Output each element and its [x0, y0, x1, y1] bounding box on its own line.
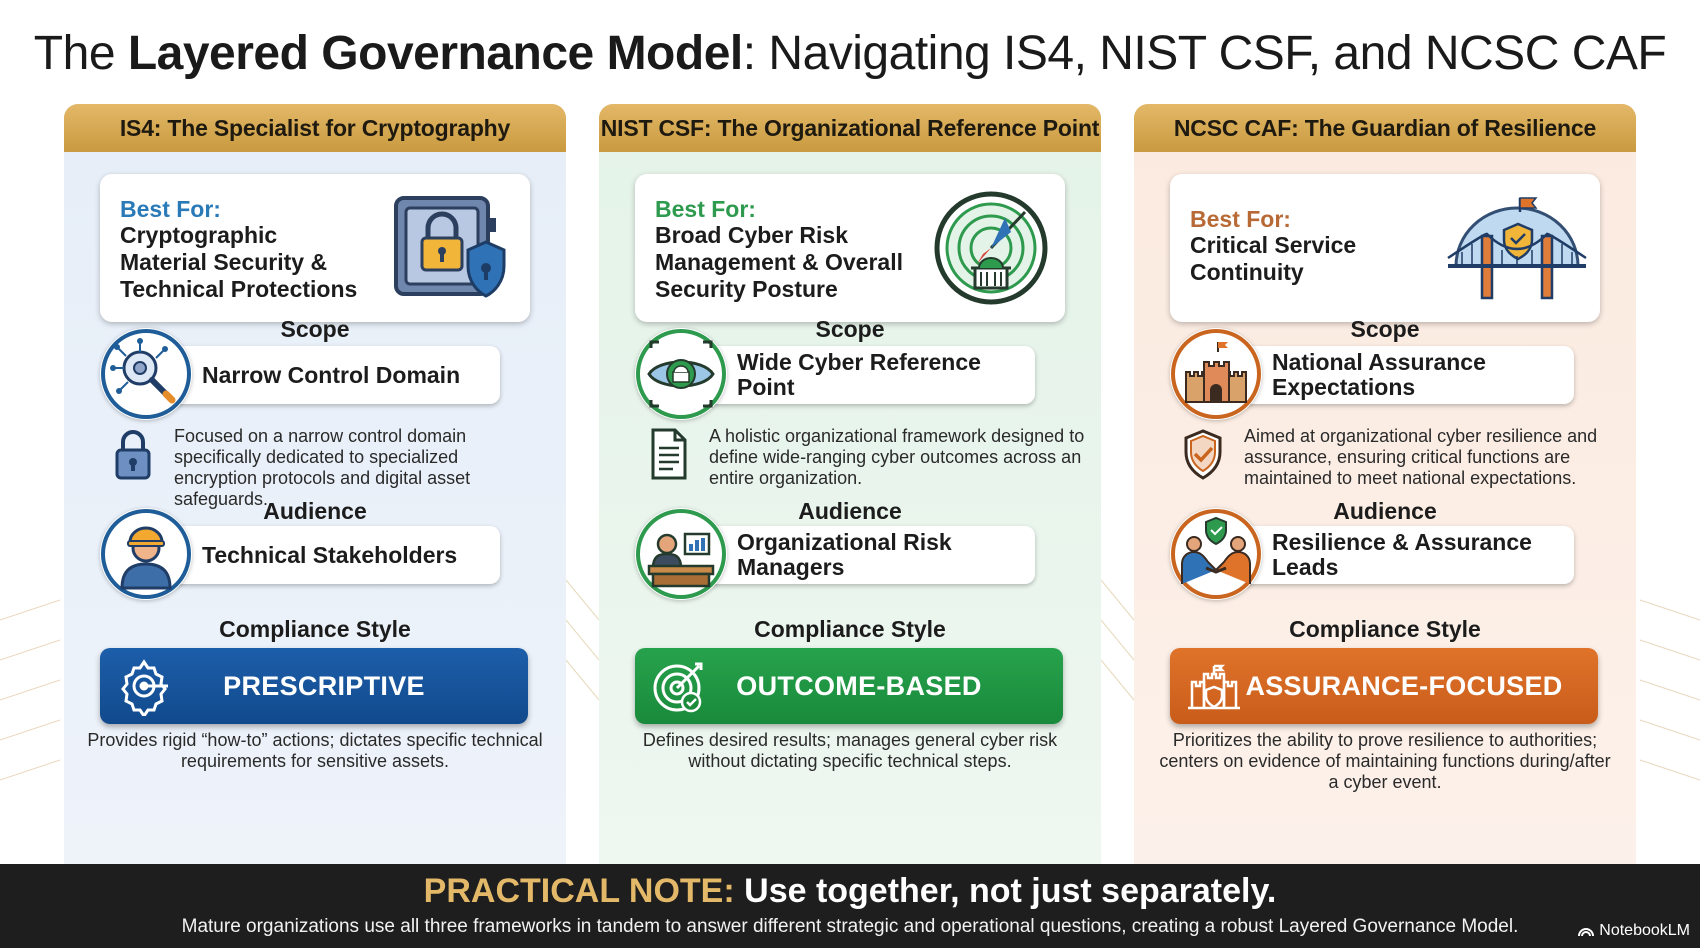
column-ncsc-caf: NCSC CAF: The Guardian of Resilience Bes…: [1134, 104, 1636, 864]
engineer-icon: [100, 508, 192, 600]
best-for-label: Best For:: [120, 196, 221, 222]
gear-target-icon: [121, 659, 168, 716]
practical-note-footer: PRACTICAL NOTE: Use together, not just s…: [0, 864, 1700, 948]
document-icon: [651, 428, 687, 480]
practical-note-subtext: Mature organizations use all three frame…: [181, 916, 1519, 937]
best-for-text: Critical Service Continuity: [1190, 232, 1357, 285]
audience-title: Audience: [263, 498, 367, 524]
compliance-description: Provides rigid “how-to” actions; dictate…: [87, 730, 543, 771]
circuit-magnifier-icon: [100, 328, 192, 420]
best-for-text: Broad Cyber Risk Management & Overall Se…: [655, 222, 903, 302]
column-nist-csf: NIST CSF: The Organizational Reference P…: [599, 104, 1101, 864]
audience-value: Resilience & Assurance Leads: [1234, 526, 1574, 584]
column-header: NCSC CAF: The Guardian of Resilience: [1134, 104, 1636, 152]
scope-value: Wide Cyber Reference Point: [699, 346, 1035, 404]
castle-shield-icon: [1188, 664, 1240, 710]
target-check-icon: [653, 662, 703, 713]
best-for-label: Best For:: [655, 196, 756, 222]
handshake-shield-icon: [1170, 508, 1262, 600]
compliance-style-badge: PRESCRIPTIVE: [100, 648, 528, 724]
compliance-style-badge: ASSURANCE-FOCUSED: [1170, 648, 1598, 724]
column-header: NIST CSF: The Organizational Reference P…: [599, 104, 1101, 152]
audience-value: Technical Stakeholders: [164, 526, 500, 584]
column-header: IS4: The Specialist for Cryptography: [64, 104, 566, 152]
notebooklm-logo-icon: [1578, 928, 1595, 937]
castle-icon: [1170, 328, 1262, 420]
practical-note-label: PRACTICAL NOTE:: [423, 872, 735, 910]
best-for-text: Cryptographic Material Security & Techni…: [120, 222, 358, 302]
scope-description: A holistic organizational framework desi…: [709, 426, 1085, 488]
audience-title: Audience: [798, 498, 902, 524]
scope-title: Scope: [280, 316, 350, 342]
shield-check-icon: [1184, 429, 1222, 480]
scope-value: National Assurance Expectations: [1234, 346, 1574, 404]
compliance-title: Compliance Style: [1289, 616, 1481, 642]
compliance-description: Prioritizes the ability to prove resilie…: [1159, 730, 1611, 792]
scope-description: Aimed at organizational cyber resilience…: [1244, 426, 1598, 488]
eye-capitol-icon: [635, 328, 727, 420]
compliance-style-label: OUTCOME-BASED: [736, 670, 982, 701]
practical-note-text: Use together, not just separately.: [734, 872, 1277, 910]
page-title: The Layered Governance Model: Navigating…: [33, 27, 1667, 80]
shield-bridge-icon: [1447, 197, 1587, 300]
compliance-style-label: PRESCRIPTIVE: [223, 670, 425, 701]
best-for-card: Best For: Critical Service Continuity: [1170, 174, 1600, 322]
manager-desk-icon: [635, 508, 727, 600]
scope-title: Scope: [815, 316, 885, 342]
best-for-card: Best For: Cryptographic Material Securit…: [100, 174, 530, 322]
compliance-style-badge: OUTCOME-BASED: [635, 648, 1063, 724]
compliance-title: Compliance Style: [219, 616, 411, 642]
compliance-style-label: ASSURANCE-FOCUSED: [1245, 670, 1563, 701]
best-for-label: Best For:: [1190, 206, 1291, 232]
practical-note-title: PRACTICAL NOTE: Use together, not just s…: [0, 872, 1700, 911]
notebooklm-brand: NotebookLM: [1577, 922, 1690, 940]
audience-title: Audience: [1333, 498, 1437, 524]
compass-radar-icon: [934, 191, 1048, 305]
scope-value: Narrow Control Domain: [164, 346, 500, 404]
scope-title: Scope: [1350, 316, 1420, 342]
background-decoration: [0, 579, 1700, 781]
compliance-title: Compliance Style: [754, 616, 946, 642]
brand-label: NotebookLM: [1599, 922, 1690, 939]
column-is4: IS4: The Specialist for Cryptography Bes…: [64, 104, 566, 864]
padlock-icon: [115, 430, 151, 480]
best-for-card: Best For: Broad Cyber Risk Management & …: [635, 174, 1065, 322]
safe-lock-icon: [394, 196, 506, 298]
scope-description: Focused on a narrow control domain speci…: [174, 426, 471, 509]
audience-value: Organizational Risk Managers: [699, 526, 1035, 584]
compliance-description: Defines desired results; manages general…: [642, 730, 1058, 771]
